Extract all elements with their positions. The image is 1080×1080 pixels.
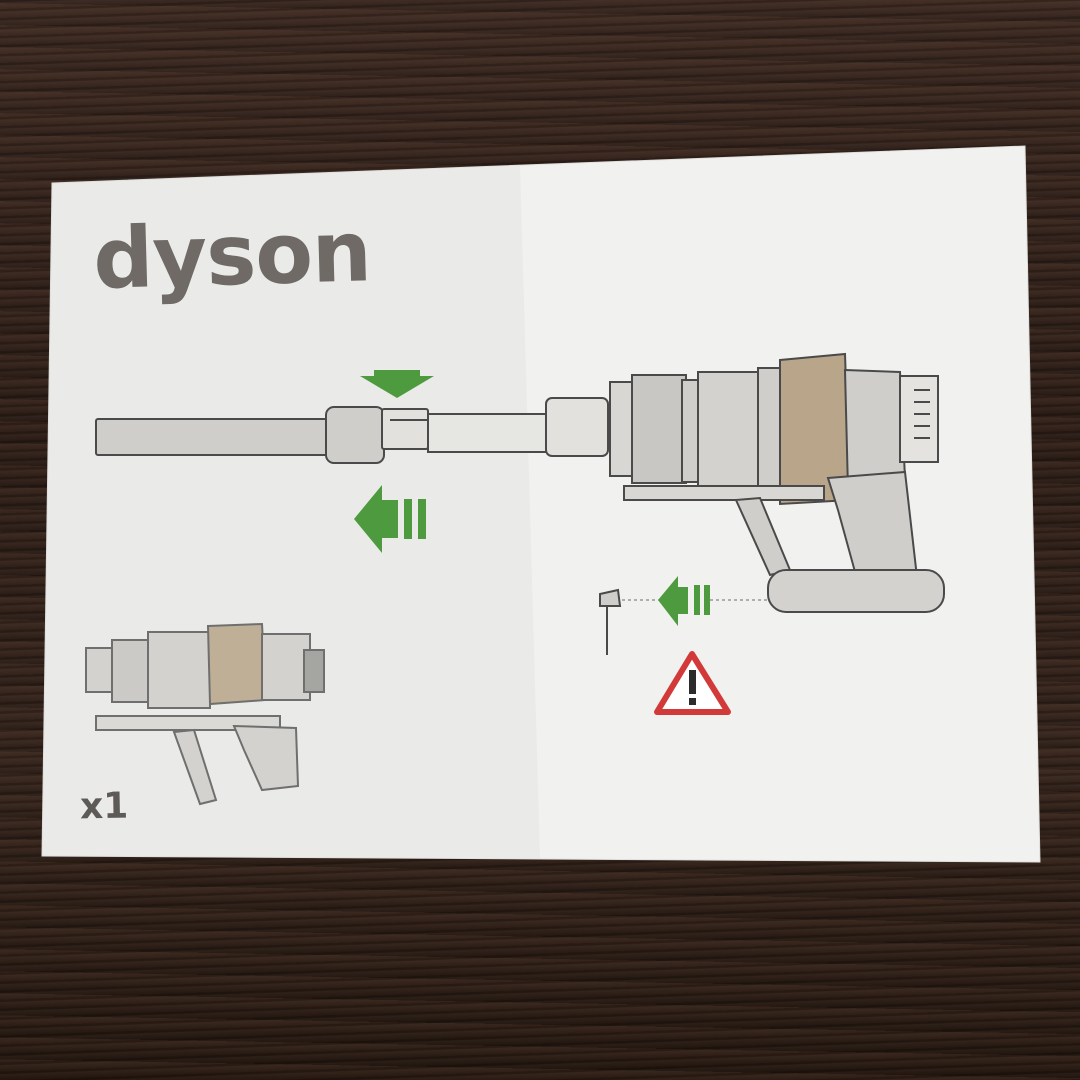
down-arrow-icon bbox=[360, 370, 434, 398]
left-arrow-icon bbox=[354, 485, 426, 553]
vacuum-main-body bbox=[609, 352, 945, 613]
left-arrow-icon bbox=[658, 576, 710, 626]
wand-tube bbox=[95, 397, 609, 464]
warning-triangle-icon bbox=[654, 651, 731, 715]
charger-plug-icon bbox=[599, 588, 622, 655]
vacuum-motor-unit-small bbox=[85, 622, 325, 806]
quantity-label: x1 bbox=[79, 785, 129, 828]
dyson-logo: dyson bbox=[92, 202, 373, 308]
